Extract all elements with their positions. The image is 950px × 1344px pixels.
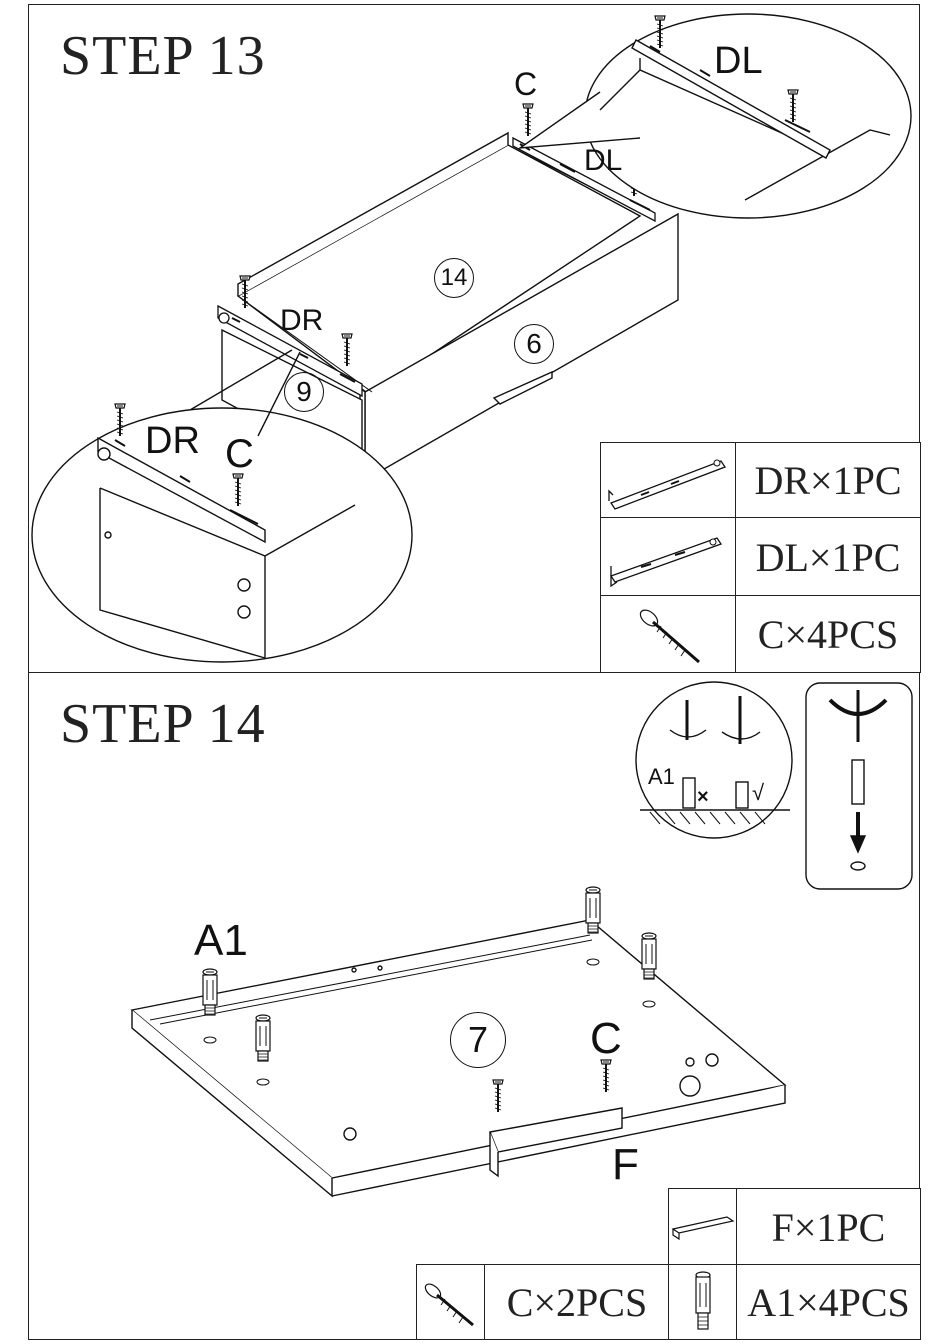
part-icon-cell-a1 xyxy=(668,1264,738,1340)
step14-title: STEP 14 xyxy=(60,692,266,756)
label-dr-zoom: DR xyxy=(145,420,200,463)
rail-dl-icon xyxy=(601,518,735,596)
label-c-top: C xyxy=(514,66,537,103)
part-icon-cell-dr xyxy=(600,442,737,519)
part-text-dr: DR×1PC xyxy=(735,442,921,519)
panel-number-9: 9 xyxy=(284,372,324,412)
panel-number-6: 6 xyxy=(514,324,554,364)
detail-box-insert xyxy=(806,683,912,889)
rail-dr-icon xyxy=(601,443,735,517)
detail-circle-tighten xyxy=(636,682,792,838)
right-mark: √ xyxy=(752,780,764,806)
screw-icon xyxy=(601,596,735,672)
part-icon-cell-dl xyxy=(600,517,737,597)
label-f: F xyxy=(612,1140,639,1190)
panel-number-7: 7 xyxy=(450,1012,506,1068)
part-icon-cell-c2 xyxy=(416,1264,486,1340)
part-icon-cell-f xyxy=(668,1188,738,1266)
step13-title: STEP 13 xyxy=(60,24,266,88)
panel-number-14: 14 xyxy=(434,258,474,298)
part-icon-cell-c4 xyxy=(600,595,737,673)
label-c: C xyxy=(590,1014,622,1064)
label-a1-detail: A1 xyxy=(648,764,675,790)
part-text-c2: C×2PCS xyxy=(484,1264,670,1340)
plate-f-icon xyxy=(669,1189,737,1265)
part-text-dl: DL×1PC xyxy=(735,517,921,597)
part-text-f: F×1PC xyxy=(736,1188,921,1266)
label-a1: A1 xyxy=(194,916,248,966)
cam-bolt-icon xyxy=(669,1265,737,1339)
screw-icon xyxy=(417,1265,485,1339)
label-dl-main: DL xyxy=(584,144,622,178)
label-c-zoom: C xyxy=(225,432,254,477)
label-dr-main: DR xyxy=(280,304,323,338)
part-text-c4: C×4PCS xyxy=(735,595,921,673)
wrong-mark: × xyxy=(697,786,709,809)
part-text-a1: A1×4PCS xyxy=(736,1264,921,1340)
label-dl-zoom: DL xyxy=(714,40,763,83)
